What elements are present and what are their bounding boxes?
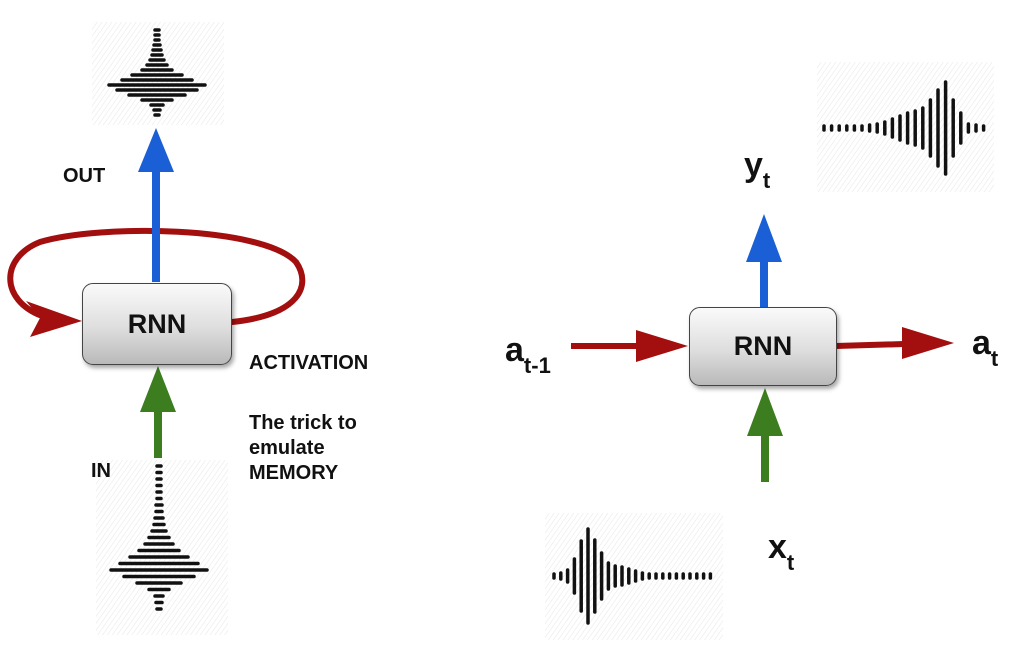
rnn-node-left-label: RNN (127, 308, 187, 339)
in-label: IN (91, 460, 111, 482)
out-label: OUT (63, 165, 106, 187)
a-next-label-base: a (972, 324, 991, 362)
xt-label: xt (768, 530, 794, 574)
xt-label-base: x (768, 528, 787, 566)
yt-arrowhead (746, 214, 782, 262)
activation-label: ACTIVATION (249, 352, 369, 374)
memory-trick-text: The trick to emulate MEMORY (249, 412, 357, 484)
rnn-node-right-label: RNN (733, 331, 793, 361)
rnn-node-right: RNN (689, 307, 837, 386)
xt-label-sub: t (786, 550, 795, 575)
out-arrowhead (138, 128, 174, 172)
input-waveform (109, 464, 209, 611)
a-next-label-sub: t (990, 346, 999, 371)
a-prev-label-base: a (505, 331, 524, 369)
yt-label-sub: t (762, 168, 771, 193)
xt-arrowhead (747, 388, 783, 436)
a-prev-label-sub: t-1 (523, 353, 551, 378)
yt-waveform (822, 80, 986, 176)
xt-waveform (552, 527, 713, 625)
a-next-arrowhead (902, 327, 954, 359)
recurrent-loop-arrowhead (26, 301, 82, 337)
a-next-arrow-shaft (835, 341, 905, 349)
a-prev-arrowhead (636, 330, 688, 362)
a-prev-label: at-1 (505, 333, 551, 377)
yt-label: yt (744, 148, 770, 192)
input-waveform-panel (96, 460, 228, 635)
a-next-label: at (972, 326, 998, 370)
output-waveform (107, 28, 207, 117)
yt-label-base: y (744, 146, 763, 184)
recurrent-loop-arrow (7, 227, 306, 325)
rnn-node-left: RNN (82, 283, 232, 365)
in-arrowhead (140, 366, 176, 412)
